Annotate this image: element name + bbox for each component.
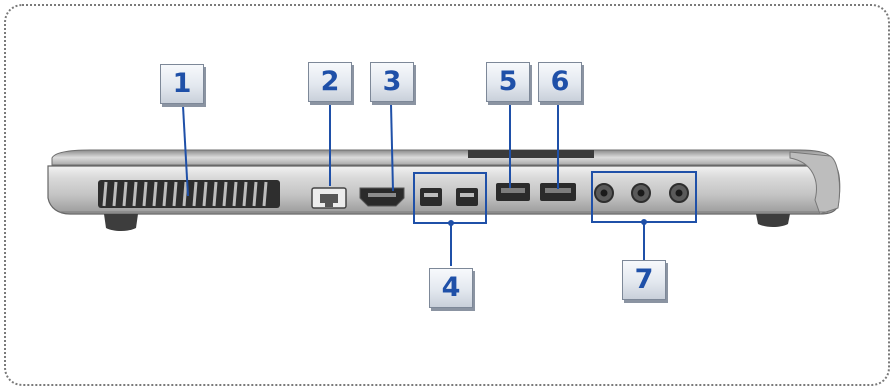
leader-line-1	[182, 105, 189, 197]
callout-3: 3	[370, 62, 414, 102]
callout-6: 6	[538, 62, 582, 102]
callout-4: 4	[429, 268, 473, 308]
callout-1: 1	[160, 64, 204, 104]
callout-2: 2	[308, 62, 352, 102]
usb-port-a	[496, 183, 530, 201]
laptop-feet	[104, 214, 790, 231]
leader-dot-7	[641, 219, 647, 225]
vent-grille	[98, 180, 280, 208]
usb-port-b	[540, 183, 576, 201]
callout-5: 5	[486, 62, 530, 102]
leader-line-3	[390, 103, 394, 192]
laptop-lid	[51, 149, 833, 166]
diagram-frame	[4, 4, 890, 386]
hdmi-port	[359, 187, 405, 207]
audio-jacks	[594, 183, 689, 203]
usb-ports-pair	[420, 188, 478, 206]
callout-7: 7	[622, 260, 666, 300]
rj45-port	[311, 187, 347, 209]
leader-dot-4	[448, 220, 454, 226]
